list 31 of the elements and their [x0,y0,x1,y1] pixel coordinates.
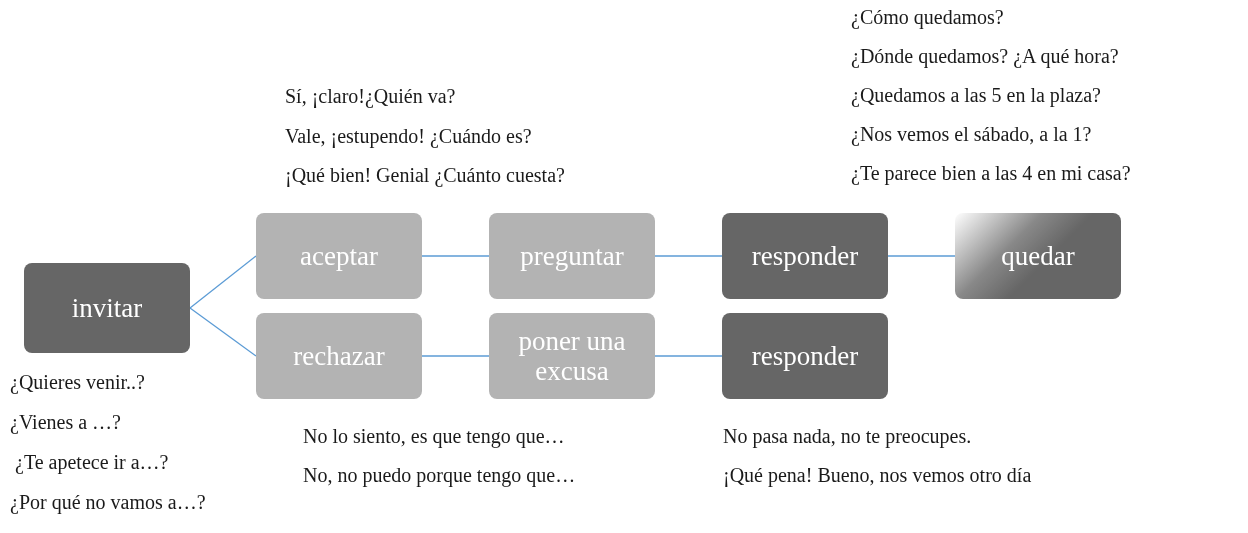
example-phrase: ¿Por qué no vamos a…? [10,490,206,515]
example-phrase: No, no puedo porque tengo que… [303,463,576,488]
example-phrase: No pasa nada, no te preocupes. [723,424,972,449]
connector-line [189,307,257,357]
process-box: quedar [955,213,1121,299]
connector-line [887,255,956,257]
connector-line [189,255,257,309]
connector-line [421,255,490,257]
connector-line [654,355,723,357]
example-phrase: ¿Nos vemos el sábado, a la 1? [851,122,1092,147]
example-phrase: No lo siento, es que tengo que… [303,424,565,449]
process-box: poner una excusa [489,313,655,399]
example-phrase: ¡Qué pena! Bueno, nos vemos otro día [723,463,1032,488]
process-box: rechazar [256,313,422,399]
example-phrase: ¡Qué bien! Genial ¿Cuánto cuesta? [285,163,565,188]
connector-line [421,355,490,357]
example-phrase: ¿Te parece bien a las 4 en mi casa? [851,161,1131,186]
example-phrase: ¿Quedamos a las 5 en la plaza? [851,83,1101,108]
example-phrase: ¿Vienes a …? [10,410,121,435]
example-phrase: Sí, ¡claro!¿Quién va? [285,84,456,109]
process-box: responder [722,313,888,399]
process-box: invitar [24,263,190,353]
example-phrase: ¿Quieres venir..? [10,370,145,395]
process-box: aceptar [256,213,422,299]
example-phrase: ¿Te apetece ir a…? [14,450,169,475]
process-box: preguntar [489,213,655,299]
example-phrase: ¿Cómo quedamos? [851,5,1004,30]
connector-line [654,255,723,257]
example-phrase: Vale, ¡estupendo! ¿Cuándo es? [285,124,532,149]
example-phrase: ¿Dónde quedamos? ¿A qué hora? [851,44,1119,69]
process-box: responder [722,213,888,299]
